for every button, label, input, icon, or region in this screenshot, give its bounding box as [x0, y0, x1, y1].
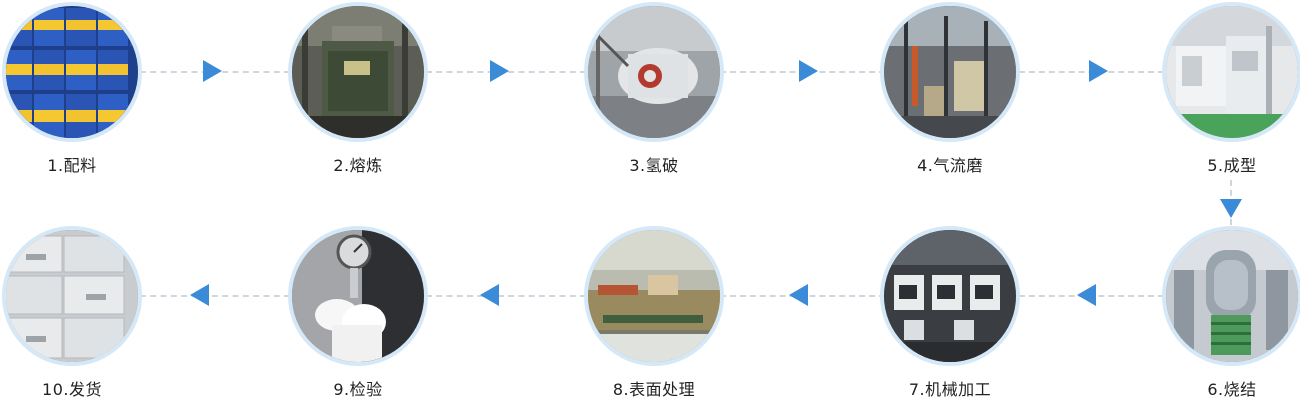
step-label: 5.成型 — [1207, 156, 1257, 175]
surface-treatment-photo — [584, 226, 724, 366]
sintering-furnace-photo — [1162, 226, 1300, 366]
step-label: 3.氢破 — [629, 156, 679, 175]
step-label: 7.机械加工 — [908, 380, 992, 399]
step-1: 1.配料 — [2, 2, 142, 175]
connector-9-10 — [140, 295, 290, 297]
step-2: 2.熔炼 — [288, 2, 428, 175]
arrow-left-icon — [1077, 284, 1096, 306]
machining-photo — [880, 226, 1020, 366]
step-label: 10.发货 — [42, 380, 102, 399]
step-3: 3.氢破 — [584, 2, 724, 175]
step-4: 4.气流磨 — [880, 2, 1020, 175]
arrow-left-icon — [190, 284, 209, 306]
step-10: 10.发货 — [2, 226, 142, 399]
drum-barrels-photo — [2, 2, 142, 142]
step-9: 9.检验 — [288, 226, 428, 399]
step-label: 1.配料 — [47, 156, 97, 175]
arrow-down-icon — [1220, 199, 1242, 218]
shipping-boxes-photo — [2, 226, 142, 366]
jet-mill-photo — [880, 2, 1020, 142]
arrow-right-icon — [799, 60, 818, 82]
step-label: 4.气流磨 — [917, 156, 983, 175]
hydrogen-crushing-photo — [584, 2, 724, 142]
step-label: 2.熔炼 — [333, 156, 383, 175]
step-8: 8.表面处理 — [584, 226, 724, 399]
step-6: 6.烧结 — [1162, 226, 1300, 399]
step-label: 9.检验 — [333, 380, 383, 399]
forming-press-photo — [1162, 2, 1300, 142]
arrow-right-icon — [203, 60, 222, 82]
arrow-left-icon — [789, 284, 808, 306]
arrow-right-icon — [1089, 60, 1108, 82]
step-label: 6.烧结 — [1207, 380, 1257, 399]
step-label: 8.表面处理 — [612, 380, 696, 399]
connector-8-9 — [426, 295, 586, 297]
step-7: 7.机械加工 — [880, 226, 1020, 399]
arrow-right-icon — [490, 60, 509, 82]
smelting-furnace-photo — [288, 2, 428, 142]
arrow-left-icon — [480, 284, 499, 306]
inspection-photo — [288, 226, 428, 366]
step-5: 5.成型 — [1162, 2, 1300, 175]
